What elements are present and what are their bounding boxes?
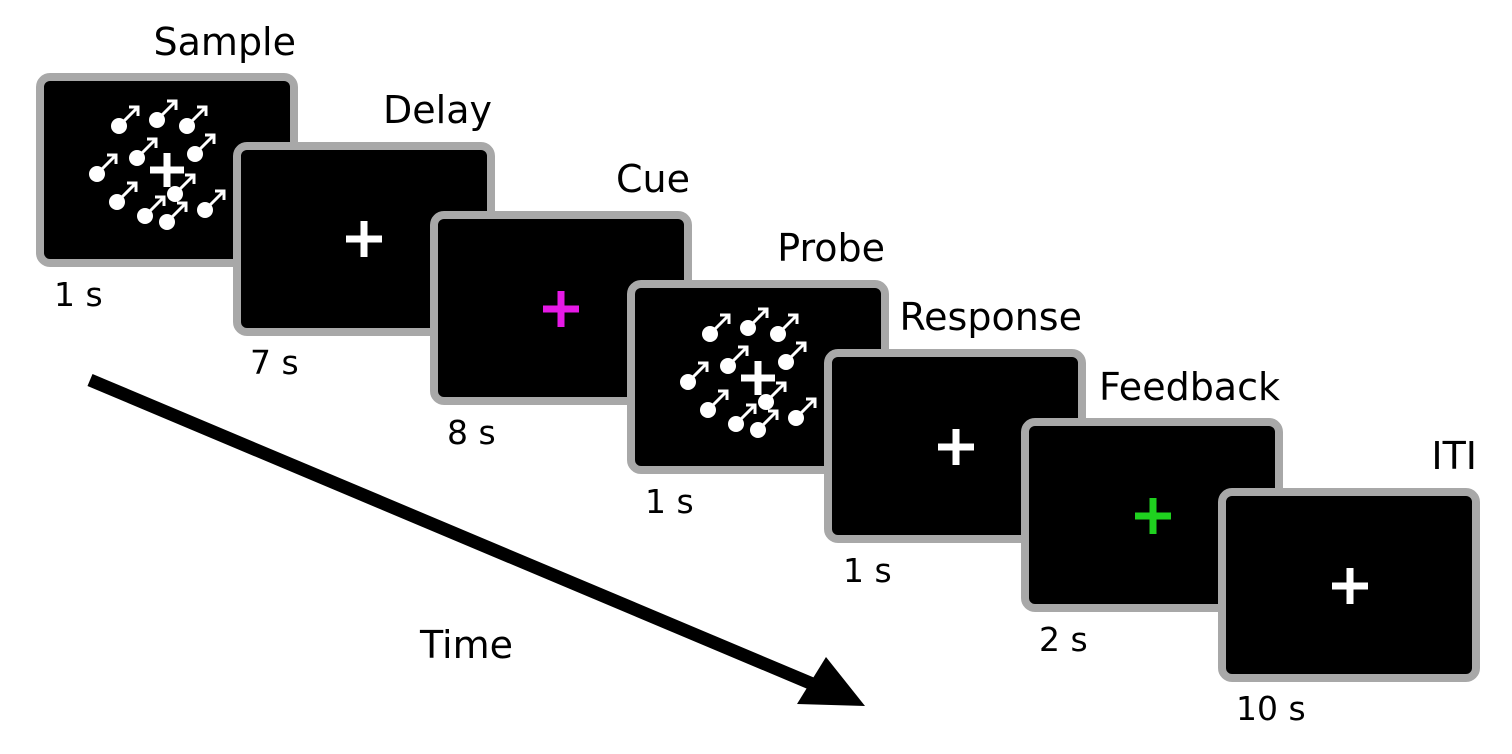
motion-dot-icon	[778, 341, 807, 370]
stage-iti: ITI 10 s	[1218, 434, 1480, 728]
motion-dot-icon	[788, 397, 817, 426]
stage-duration: 2 s	[1039, 620, 1088, 659]
cross-icon	[741, 361, 775, 395]
stage-response: Response 1 s	[824, 295, 1086, 590]
stage-probe: Probe 1 s	[627, 226, 889, 521]
stage-duration: 7 s	[250, 343, 299, 382]
motion-dot-icon	[89, 153, 118, 182]
moving-dots-stimulus	[680, 307, 817, 438]
fixation-cross	[1135, 498, 1171, 534]
motion-dot-icon	[702, 313, 731, 342]
fixation-cross	[1332, 568, 1368, 604]
cross-icon	[938, 429, 974, 465]
motion-dot-icon	[167, 173, 196, 202]
stage-duration: 1 s	[54, 275, 103, 314]
motion-dot-icon	[720, 345, 749, 374]
moving-dots-stimulus	[89, 99, 226, 230]
motion-dot-icon	[129, 137, 158, 166]
stage-feedback: Feedback 2 s	[1021, 365, 1283, 659]
motion-dot-icon	[740, 307, 769, 336]
motion-dot-icon	[728, 403, 757, 432]
time-arrow-shaft	[87, 374, 825, 694]
motion-dot-icon	[111, 105, 140, 134]
motion-dot-icon	[197, 189, 226, 218]
stage-duration: 1 s	[843, 551, 892, 590]
stage-delay: Delay 7 s	[233, 88, 495, 382]
cross-icon	[1135, 498, 1171, 534]
stage-title: Probe	[777, 226, 885, 270]
fixation-cross	[346, 221, 382, 257]
time-label: Time	[419, 623, 513, 667]
motion-dot-icon	[680, 361, 709, 390]
stage-duration: 10 s	[1236, 689, 1306, 728]
fixation-cross	[938, 429, 974, 465]
cross-icon	[346, 221, 382, 257]
motion-dot-icon	[109, 181, 138, 210]
stage-duration: 8 s	[447, 413, 496, 452]
motion-dot-icon	[187, 133, 216, 162]
motion-dot-icon	[179, 105, 208, 134]
cross-icon	[1332, 568, 1368, 604]
motion-dot-icon	[758, 381, 787, 410]
motion-dot-icon	[770, 313, 799, 342]
stage-title: Cue	[616, 157, 690, 201]
stage-title: ITI	[1431, 434, 1477, 478]
stage-title: Response	[899, 295, 1082, 339]
stage-duration: 1 s	[645, 482, 694, 521]
cross-icon	[543, 291, 579, 327]
stage-title: Sample	[154, 20, 296, 64]
motion-dot-icon	[750, 409, 779, 438]
motion-dot-icon	[137, 195, 166, 224]
stage-title: Delay	[383, 88, 492, 132]
cross-icon	[150, 153, 184, 187]
motion-dot-icon	[700, 389, 729, 418]
motion-dot-icon	[159, 201, 188, 230]
time-arrow	[87, 374, 865, 706]
time-arrow-head	[797, 657, 865, 706]
stage-sample: Sample 1 s	[36, 20, 298, 314]
fixation-cross	[543, 291, 579, 327]
stage-title: Feedback	[1099, 365, 1280, 409]
motion-dot-icon	[149, 99, 178, 128]
